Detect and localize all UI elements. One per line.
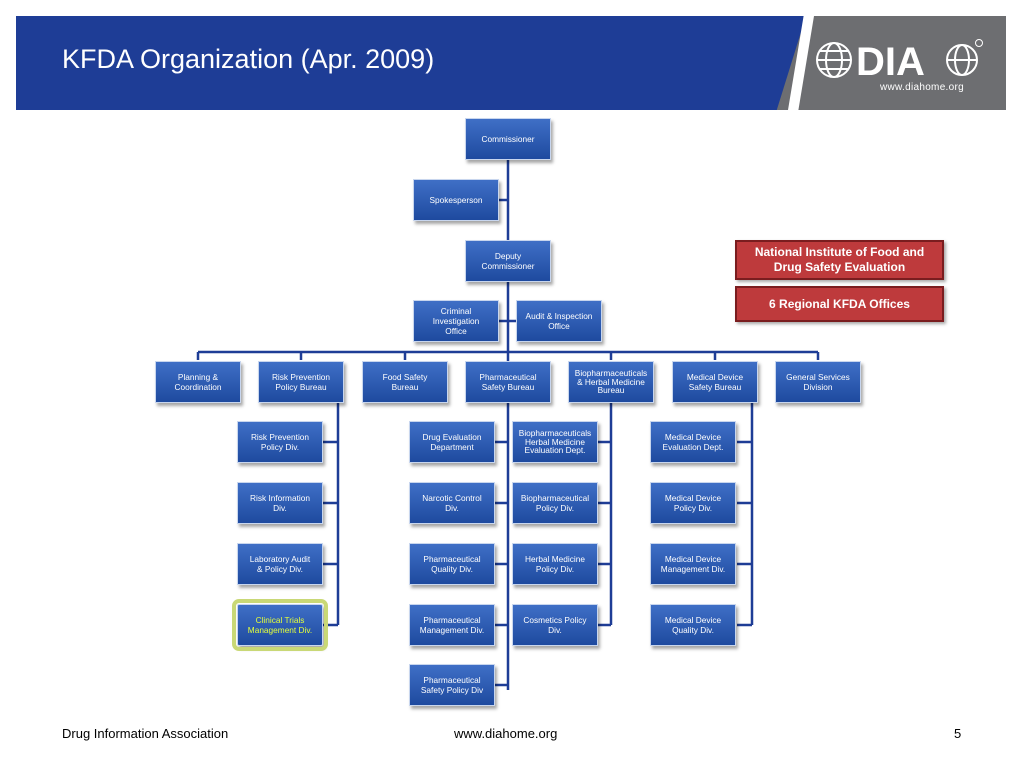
logo-wordmark: DIA bbox=[856, 40, 925, 82]
globe-icon bbox=[816, 42, 852, 78]
page-title: KFDA Organization (Apr. 2009) bbox=[62, 44, 435, 74]
footer-organization: Drug Information Association bbox=[62, 726, 229, 741]
page-number: 5 bbox=[954, 726, 962, 741]
org-box-laboratory-audit-div: Laboratory Audit& Policy Div. bbox=[237, 543, 323, 585]
org-box-commissioner: Commissioner bbox=[465, 118, 551, 160]
footer-url: www.diahome.org bbox=[454, 726, 558, 741]
org-box-planning-coordination: Planning &Coordination bbox=[155, 361, 241, 403]
callout-regional-offices: 6 Regional KFDA Offices bbox=[735, 286, 944, 322]
header-blue-panel bbox=[16, 16, 806, 110]
registered-mark-icon bbox=[975, 39, 983, 47]
dia-logo: DIA bbox=[816, 39, 983, 82]
org-box-spokesperson: Spokesperson bbox=[413, 179, 499, 221]
logo-url: www.diahome.org bbox=[880, 82, 964, 93]
globe-icon-right bbox=[946, 44, 978, 76]
